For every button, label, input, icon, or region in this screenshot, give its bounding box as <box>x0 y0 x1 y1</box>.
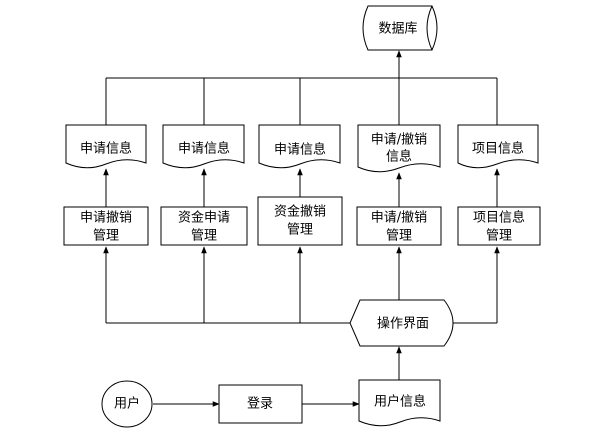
document-node-4: 申请/撤销 信息 <box>357 124 441 173</box>
module-label-line2: 管理 <box>386 229 412 244</box>
module-node-5: 项目信息 管理 <box>457 206 541 246</box>
user-node: 用户 <box>101 380 153 428</box>
user-info-node: 用户信息 <box>358 379 441 427</box>
interface-node: 操作界面 <box>349 299 454 347</box>
login-label: 登录 <box>247 397 273 412</box>
document-label-line1: 申请/撤销 <box>371 132 427 148</box>
document-node-2: 申请信息 <box>162 124 245 169</box>
document-shape <box>162 124 245 169</box>
module-node-1: 申请撤销 管理 <box>63 206 149 246</box>
document-label-line2: 信息 <box>386 149 412 165</box>
module-box <box>356 206 442 246</box>
module-node-2: 资金申请 管理 <box>160 206 248 246</box>
document-shape <box>65 124 147 169</box>
module-label-line2: 管理 <box>191 229 217 244</box>
module-label-line1: 项目信息 <box>473 210 525 226</box>
user-label: 用户 <box>114 396 140 412</box>
document-node-3: 申请信息 <box>258 124 341 169</box>
module-label-line1: 资金申请 <box>178 210 230 226</box>
login-box <box>218 384 303 424</box>
document-shape <box>357 124 441 173</box>
user-circle <box>101 380 153 428</box>
document-label: 申请信息 <box>80 141 132 157</box>
document-label: 申请信息 <box>178 141 230 157</box>
document-node-1: 申请信息 <box>65 124 147 169</box>
module-label-line1: 申请/撤销 <box>371 210 427 226</box>
document-label: 项目信息 <box>472 141 524 157</box>
database-node: 数据库 <box>362 5 438 51</box>
document-label: 申请信息 <box>274 142 326 158</box>
module-label-line1: 资金撤销 <box>274 204 326 220</box>
module-box <box>257 196 343 246</box>
interface-shape <box>349 299 454 347</box>
module-label-line2: 管理 <box>93 229 119 244</box>
module-label-line2: 管理 <box>287 223 313 238</box>
module-box <box>160 206 248 246</box>
module-node-4: 申请/撤销 管理 <box>356 206 442 246</box>
module-label-line1: 申请撤销 <box>80 210 132 226</box>
database-edge-curve <box>426 5 433 51</box>
user-info-label: 用户信息 <box>374 394 426 410</box>
document-shape <box>457 124 539 169</box>
interface-label: 操作界面 <box>377 316 429 332</box>
module-label-line2: 管理 <box>486 229 512 244</box>
edges <box>103 50 500 407</box>
login-node: 登录 <box>218 384 303 424</box>
document-shape <box>258 124 341 169</box>
database-label: 数据库 <box>378 21 417 37</box>
module-node-3: 资金撤销 管理 <box>257 196 343 246</box>
document-node-5: 项目信息 <box>457 124 539 169</box>
module-box <box>63 206 149 246</box>
module-box <box>457 206 541 246</box>
user-info-shape <box>358 379 441 427</box>
